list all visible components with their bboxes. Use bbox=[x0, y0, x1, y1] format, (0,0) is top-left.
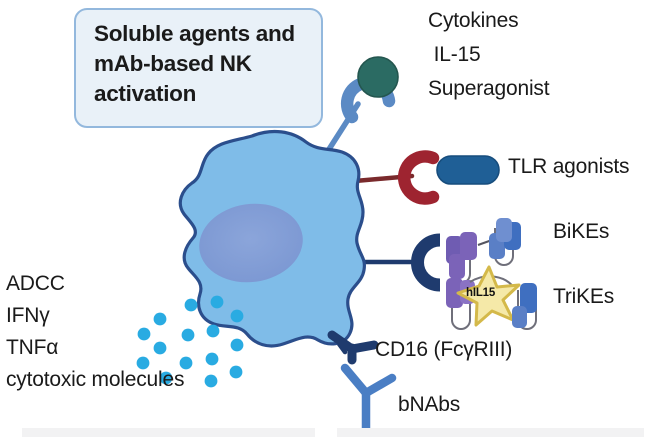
nk-cell bbox=[178, 129, 366, 348]
cytotoxic-granules bbox=[136, 295, 244, 388]
tlr-receptor bbox=[397, 150, 440, 205]
label-trikes: TriKEs bbox=[553, 285, 615, 308]
panel-strip-gap-left bbox=[0, 428, 22, 437]
cytokine-ligand-icon bbox=[357, 56, 399, 98]
title-text: Soluble agents and mAb-based NK activati… bbox=[94, 21, 295, 107]
label-bnabs: bNAbs bbox=[398, 393, 461, 416]
hil15-star-icon bbox=[456, 265, 521, 327]
label-cytokines: Cytokines bbox=[428, 9, 519, 32]
effector-item-tnfa: TNFα bbox=[6, 336, 59, 360]
trike-molecule bbox=[446, 265, 537, 330]
effector-item-adcc: ADCC bbox=[6, 272, 65, 295]
title-box bbox=[74, 8, 323, 128]
panel-strip-gap-right bbox=[644, 428, 658, 437]
label-superagonist: Superagonist bbox=[428, 77, 550, 100]
label-hil15: hIL15 bbox=[466, 287, 496, 299]
tlr-agonist-icon bbox=[436, 155, 500, 185]
panel-strip-gap-mid bbox=[315, 428, 337, 437]
effector-output-list: ADCC IFNγ TNFα cytotoxic molecules bbox=[6, 268, 184, 397]
effector-item-cytotoxic: cytotoxic molecules bbox=[6, 368, 185, 392]
bnab-antibody-icon bbox=[340, 363, 397, 437]
label-bikes: BiKEs bbox=[553, 220, 610, 243]
label-tlr-agonists: TLR agonists bbox=[508, 155, 630, 178]
label-cd16: CD16 (FcγRIII) bbox=[375, 338, 513, 361]
bike-molecule bbox=[446, 218, 521, 284]
cd16-receptor-icon bbox=[327, 330, 379, 365]
effector-item-ifng: IFNγ bbox=[6, 304, 50, 328]
label-il15: IL-15 bbox=[428, 43, 481, 66]
cd16-receptor-bike bbox=[411, 233, 441, 292]
nk-cell-nucleus bbox=[199, 203, 303, 283]
